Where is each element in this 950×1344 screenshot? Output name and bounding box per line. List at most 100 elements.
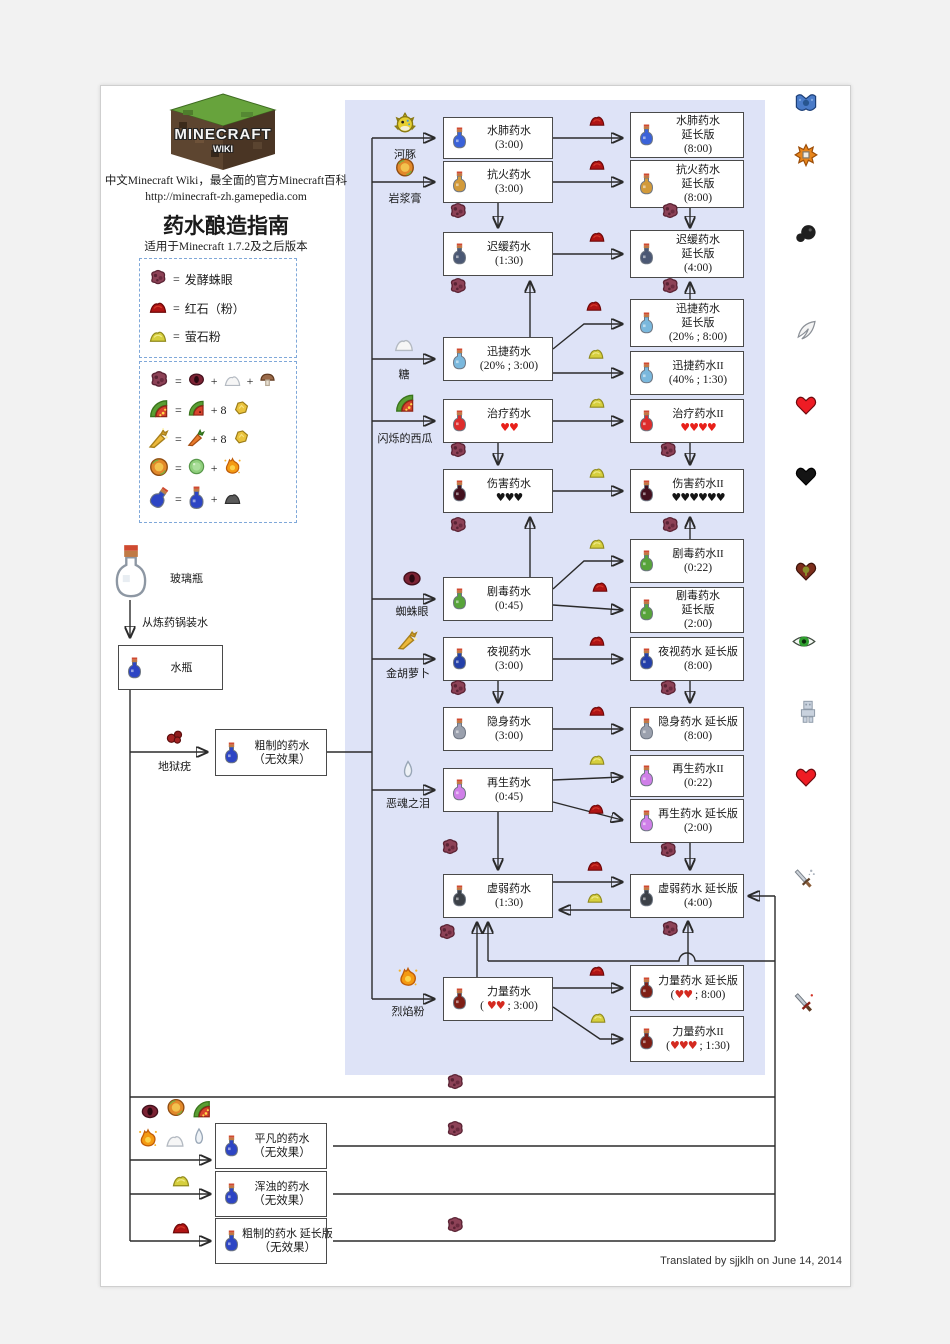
potion-invisibility: 隐身药水(3:00) [443, 707, 553, 751]
potion-strength: 力量药水( ♥♥ ; 3:00) [443, 977, 553, 1021]
potion-bottle-icon [631, 243, 657, 265]
potion-harming: 伤害药水♥♥♥ [443, 469, 553, 513]
equals-sign: = [173, 300, 180, 315]
potion-weakness-ext: 虚弱药水 延长版(4:00) [630, 874, 744, 918]
potion-thick: 浑浊的药水（无效果） [215, 1171, 327, 1217]
potion-name: 水瓶 [170, 661, 193, 674]
legend-item-label: 萤石粉 [184, 330, 221, 344]
fermented-spider-eye-icon [448, 201, 469, 227]
effect-swiftness-icon [794, 319, 818, 348]
potion-bottle-icon [216, 1183, 242, 1205]
potion-name: 水肺药水 [487, 125, 531, 137]
potion-bottle-icon [444, 718, 470, 740]
potion-duration: （无效果） [253, 1195, 311, 1207]
potion-text: 迅捷药水(20% ; 3:00) [470, 345, 552, 373]
ingredient-label: 恶魂之泪 [386, 798, 430, 810]
redstone-icon [171, 1217, 191, 1242]
potion-name: 虚弱药水 延长版 [658, 883, 738, 895]
potion-bottle-icon [631, 550, 657, 572]
potion-name: 抗火药水 [676, 164, 720, 176]
legend-item: =红石（粉） [148, 296, 288, 320]
glowstone-icon [588, 463, 606, 486]
operator: + 8 [210, 403, 227, 418]
spider-eye-icon [187, 370, 206, 393]
redstone-icon [588, 227, 606, 250]
potion-text: 伤害药水♥♥♥ [470, 477, 552, 505]
potion-name: 力量药水 延长版 [658, 975, 738, 987]
potion-duration: (0:45) [494, 791, 524, 803]
potion-duration: (0:22) [683, 562, 713, 574]
potion-name-2: 延长版 [681, 604, 715, 616]
potion-duration: (8:00) [683, 192, 713, 204]
potion-text: 力量药水II(♥♥♥ ; 1:30) [657, 1025, 743, 1053]
potion-name: 迅捷药水II [672, 360, 724, 372]
potion-name: 迅捷药水 [487, 346, 531, 358]
potion-swiftness: 迅捷药水(20% ; 3:00) [443, 337, 553, 381]
fermented-spider-eye-icon [448, 440, 469, 466]
potion-bottle-icon [444, 348, 470, 370]
potion-water-breathing: 水肺药水(3:00) [443, 117, 553, 159]
potion-harming-2: 伤害药水II♥♥♥♥♥♥ [630, 469, 744, 513]
potion-text: 迟缓药水延长版(4:00) [657, 233, 743, 275]
fermented-spider-eye-icon [148, 369, 170, 395]
potion-text: 再生药水(0:45) [470, 776, 552, 804]
potion-text: 伤害药水II♥♥♥♥♥♥ [657, 477, 743, 505]
potion-name: 剧毒药水II [672, 548, 724, 560]
minecraft-wiki-logo: MINECRAFT WIKI [163, 92, 283, 172]
ingredient-label: 烈焰粉 [391, 1006, 425, 1018]
potion-text: 力量药水( ♥♥ ; 3:00) [470, 985, 552, 1013]
operator: = [175, 432, 182, 447]
redstone-icon [585, 296, 603, 319]
sugar-icon [223, 370, 242, 393]
operator: = [175, 492, 182, 507]
gold-nugget-icon [232, 399, 251, 422]
potion-bottle-icon [444, 243, 470, 265]
blaze-powder-icon [397, 966, 419, 994]
potion-weakness: 虚弱药水(1:30) [443, 874, 553, 918]
potion-duration: ♥♥♥♥♥♥ [671, 491, 725, 504]
potion-bottle-icon [631, 977, 657, 999]
potion-duration: (0:22) [683, 777, 713, 789]
potion-duration: (8:00) [683, 660, 713, 672]
potion-duration: (2:00) [683, 822, 713, 834]
potion-name: 迅捷药水 [676, 303, 720, 315]
operator: = [175, 461, 182, 476]
legend-recipe: =+ 8 [148, 398, 288, 424]
potion-duration: (1:30) [494, 255, 524, 267]
melon-icon [187, 399, 206, 422]
potion-slowness: 迟缓药水(1:30) [443, 232, 553, 276]
redstone-icon [588, 111, 606, 134]
potion-duration: ♥♥♥ [495, 491, 524, 504]
legend-recipe: =++ [148, 369, 288, 395]
potion-text: 迟缓药水(1:30) [470, 240, 552, 268]
potion-healing-2: 治疗药水II♥♥♥♥ [630, 399, 744, 443]
potion-bottle-icon [216, 1230, 242, 1252]
potion-duration: (3:00) [494, 730, 524, 742]
potion-duration: ( ♥♥ ; 3:00) [480, 999, 538, 1013]
potion-poison: 剧毒药水(0:45) [443, 577, 553, 621]
potion-name: 夜视药水 [487, 646, 531, 658]
logo-sub-text: WIKI [213, 144, 233, 154]
potion-duration: (40% ; 1:30) [668, 374, 728, 386]
effect-strength-icon [792, 992, 816, 1021]
potion-text: 平凡的药水（无效果） [242, 1132, 326, 1160]
nether-wart-icon [166, 727, 185, 751]
potion-name: 粗制的药水 延长版 [242, 1228, 333, 1240]
blaze-powder-icon [138, 1128, 159, 1154]
potion-bottle-icon [631, 599, 657, 621]
potion-awkward: 粗制的药水（无效果） [215, 729, 327, 776]
glass-bottle-label: 玻璃瓶 [170, 573, 203, 585]
potion-poison-2: 剧毒药水II (0:22) [630, 539, 744, 583]
ghast-tear-icon [189, 1127, 210, 1153]
fermented-spider-eye-icon [658, 678, 679, 704]
nether-wart-label: 地狱疣 [158, 761, 191, 773]
potion-swiftness-2: 迅捷药水II (40% ; 1:30) [630, 351, 744, 395]
potion-text: 夜视药水 延长版(8:00) [657, 645, 743, 673]
potion-text: 隐身药水 延长版(8:00) [657, 715, 743, 743]
glowstone-icon [148, 325, 168, 349]
fill-from-cauldron-label: 从炼药锅装水 [142, 617, 208, 629]
page-subtitle: 适用于Minecraft 1.7.2及之后版本 [144, 241, 308, 253]
potion-name: 迟缓药水 [676, 234, 720, 246]
potion-name-2: 延长版 [681, 317, 715, 329]
